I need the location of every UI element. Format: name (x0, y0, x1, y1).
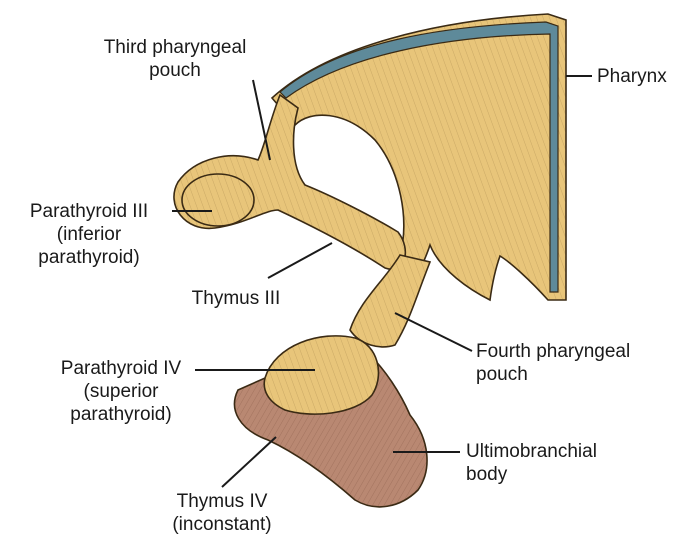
label-ultimobranchial-body: Ultimobranchial body (466, 440, 597, 486)
leader-thymus-iii (268, 243, 332, 278)
label-thymus-iii: Thymus III (176, 287, 296, 310)
leader-fourth-pouch (395, 313, 472, 351)
label-third-pharyngeal-pouch: Third pharyngeal pouch (90, 36, 260, 82)
label-thymus-iv: Thymus IV (inconstant) (160, 490, 284, 536)
leader-thymus-iv (222, 437, 276, 487)
parathyroid-iv (264, 336, 378, 414)
label-pharynx: Pharynx (597, 65, 667, 88)
fourth-pouch (350, 255, 430, 347)
leader-third-pouch (253, 80, 270, 160)
pharynx-wall (272, 14, 566, 300)
label-parathyroid-iv: Parathyroid IV (superior parathyroid) (50, 357, 192, 426)
label-parathyroid-iii: Parathyroid III (inferior parathyroid) (10, 200, 168, 269)
label-fourth-pharyngeal-pouch: Fourth pharyngeal pouch (476, 340, 630, 386)
